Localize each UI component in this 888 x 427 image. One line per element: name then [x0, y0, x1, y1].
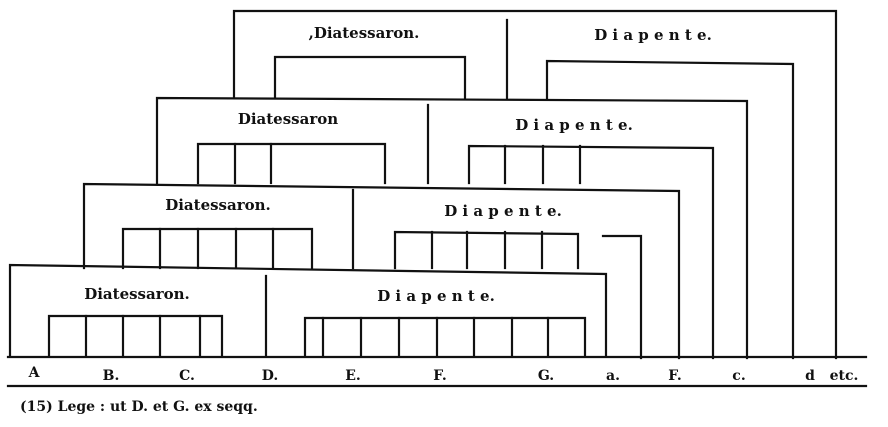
tier-1: Diatessaron. D i a p e n t e. [8, 263, 608, 358]
tier-1-diatessaron-bracket [47, 314, 224, 358]
tier-1-diapente-bracket [303, 316, 587, 358]
tier-2-diapente-bracket [393, 230, 580, 270]
note-label-8: a. [606, 368, 620, 384]
tier-3-diatessaron-label: Diatessaron [238, 110, 338, 128]
tier-4-diapente-label: D i a p e n t e. [594, 26, 712, 44]
note-label-9: F. [668, 368, 681, 384]
tier-4: ,Diatessaron. D i a p e n t e. [232, 9, 838, 360]
tier-3-diapente-label: D i a p e n t e. [515, 116, 633, 134]
note-label-3: C. [179, 368, 195, 384]
tier-4-frame [232, 9, 838, 360]
note-label-2: B. [103, 368, 120, 384]
note-label-6: F. [433, 368, 446, 384]
tier-2: Diatessaron. D i a p e n t e. [82, 182, 681, 360]
tier-3-frame [155, 96, 749, 360]
tier-1-diatessaron-label: Diatessaron. [84, 285, 190, 303]
tier-2-extension-bracket [601, 234, 643, 360]
note-label-10: c. [732, 368, 745, 384]
tier-4-diatessaron-label: ,Diatessaron. [309, 24, 420, 42]
tier-3-diapente-bracket [467, 144, 715, 360]
note-label-11: d [805, 368, 815, 384]
tier-4-diatessaron-bracket [273, 55, 467, 100]
baseline: A B. C. D. E. F. G. a. F. c. d etc. [6, 355, 868, 388]
tier-2-diatessaron-bracket [121, 227, 314, 270]
note-label-12: etc. [830, 368, 859, 384]
tier-1-diapente-label: D i a p e n t e. [377, 287, 495, 305]
tier-2-diapente-label: D i a p e n t e. [444, 202, 562, 220]
note-label-7: G. [538, 368, 554, 384]
tier-1-frame [8, 263, 608, 358]
tier-2-diatessaron-label: Diatessaron. [165, 196, 271, 214]
tier-2-frame [82, 182, 681, 360]
note-label-4: D. [262, 368, 279, 384]
footnote: (15) Lege : ut D. et G. ex seqq. [20, 399, 258, 415]
tier-3: Diatessaron D i a p e n t e. [155, 96, 749, 360]
tier-3-diatessaron-bracket [196, 142, 387, 185]
note-label-1: A [28, 365, 41, 381]
note-label-5: E. [345, 368, 361, 384]
tier-4-diapente-bracket [545, 59, 795, 360]
